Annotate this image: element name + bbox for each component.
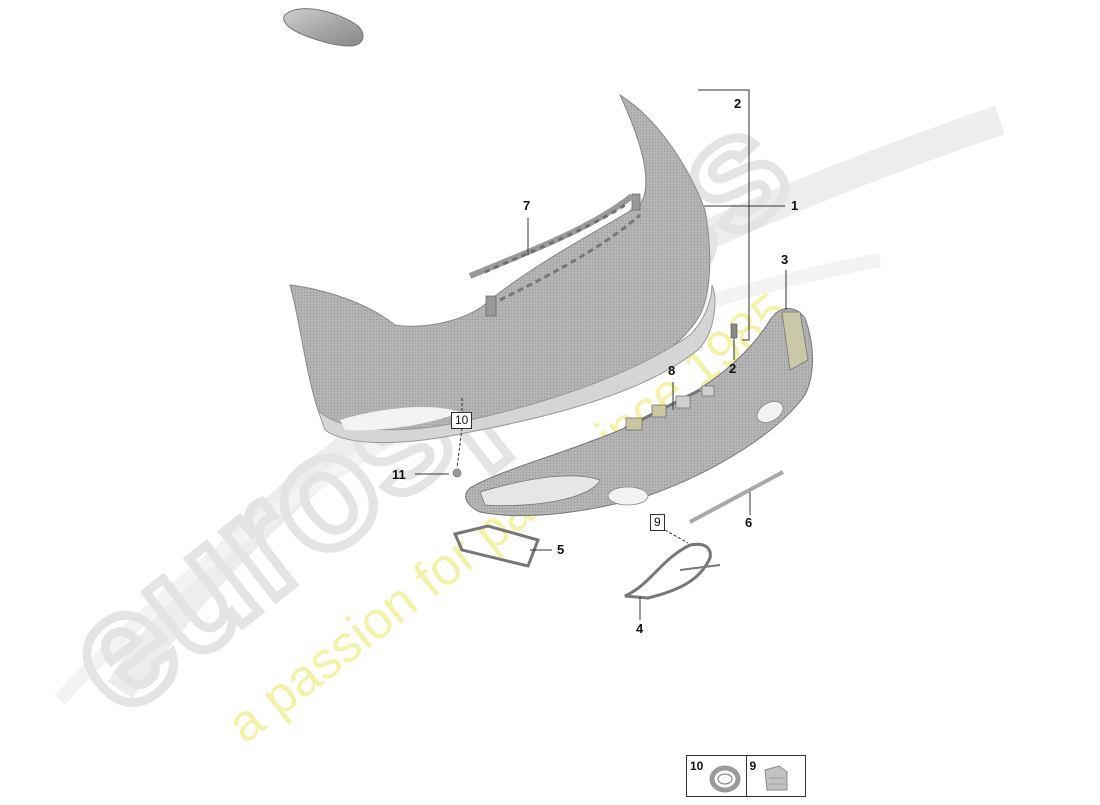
- callout-6: 6: [745, 515, 753, 530]
- lower-spoiler-part: [465, 308, 813, 517]
- legend-item-label: 9: [749, 759, 757, 773]
- upper-strip-part: [468, 193, 634, 279]
- leader-lines: [415, 89, 787, 620]
- callout-10: 10: [451, 412, 473, 429]
- clip-bracket-icon: [763, 765, 787, 791]
- callout-2-lower: 2: [729, 361, 737, 376]
- callout-8: 8: [668, 363, 676, 378]
- callout-1: 1: [791, 198, 799, 213]
- right-grille-frame-part: [624, 542, 721, 600]
- callout-7: 7: [523, 198, 531, 213]
- fastener-part: [452, 468, 462, 478]
- small-clip-part: [730, 323, 738, 339]
- ring-grommet-icon: [709, 765, 741, 793]
- cap-part: [283, 8, 364, 47]
- left-grille-frame-part: [452, 524, 540, 568]
- legend-item-10: 10: [687, 756, 746, 796]
- trim-strip-part: [689, 470, 784, 524]
- callout-3: 3: [781, 252, 789, 267]
- legend-item-9: 9: [745, 756, 806, 796]
- callout-2-upper: 2: [734, 96, 742, 111]
- callout-11: 11: [392, 467, 406, 482]
- legend-box: 10 9: [686, 755, 806, 797]
- callout-5: 5: [557, 542, 565, 557]
- legend-item-label: 10: [690, 759, 704, 773]
- callout-4: 4: [636, 621, 644, 636]
- clip-strip-part: [624, 385, 715, 431]
- callout-9: 9: [650, 514, 665, 531]
